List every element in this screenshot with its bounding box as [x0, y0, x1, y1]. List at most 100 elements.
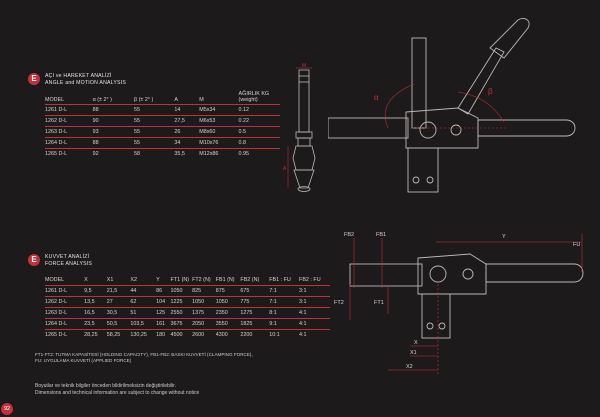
table-cell: 27,5 [174, 115, 200, 127]
column-header: X [84, 277, 107, 286]
force-section-header: E KUVVET ANALİZİ FORCE ANALYSIS [28, 254, 92, 267]
table-cell: 93 [92, 126, 135, 138]
angle-section-header: E AÇI ve HAREKET ANALİZİ ANGLE and MOTIO… [28, 73, 126, 86]
table-cell: 30,5 [106, 306, 131, 319]
column-header: A [174, 92, 200, 106]
table-cell: 21,5 [106, 287, 118, 294]
column-header: MODEL [45, 277, 85, 286]
table-cell: 23,5 [84, 317, 107, 330]
angle-title-tr: AÇI ve HAREKET ANALİZİ [45, 73, 112, 79]
disclaimer-tr: Boyutlar ve teknik bilgiler önceden bild… [35, 383, 176, 389]
column-header: FB2 : FU [299, 277, 330, 286]
x1-label: X1 [410, 350, 417, 356]
table-cell: 3:1 [299, 287, 307, 294]
table-cell: 10:1 [269, 328, 300, 340]
table-cell: M5x34 [199, 107, 216, 114]
table-cell: 125 [156, 306, 171, 319]
x2-label: X2 [406, 364, 413, 370]
table-cell: 55 [134, 107, 141, 114]
fu-label: FU [573, 242, 580, 248]
table-cell: 27 [106, 295, 131, 308]
table-cell: 34 [174, 137, 200, 149]
table-cell: 88 [92, 107, 99, 114]
table-cell: 4:1 [299, 306, 330, 319]
table-cell: 1265 D-L [45, 328, 85, 340]
table-cell: 8:1 [269, 306, 300, 319]
column-header: α (± 2° ) [92, 92, 135, 106]
table-cell: M6x53 [199, 115, 239, 127]
force-title-en: FORCE ANALYSIS [45, 260, 93, 267]
table-cell: 1261 D-L [45, 107, 68, 114]
alpha-label: α [374, 93, 379, 102]
table-cell: 92 [92, 148, 135, 160]
column-header: AĞIRLIK KG (weight) [238, 91, 280, 106]
table-cell: 875 [215, 287, 225, 294]
column-header: β (± 2° ) [134, 92, 175, 106]
column-header: FB1 : FU [269, 277, 300, 286]
table-cell: 1265 D-L [45, 148, 93, 160]
disclaimer-en: Dimensions and technical information are… [35, 390, 200, 396]
table-cell: 7:1 [269, 287, 277, 294]
table-cell: 58 [134, 148, 175, 160]
table-cell: 28,25 [84, 328, 107, 340]
column-header: FB1 (N) [215, 277, 241, 286]
table-cell: 675 [240, 287, 250, 294]
table-cell: 180 [156, 328, 171, 340]
table-cell: 55 [134, 126, 175, 138]
table-cell: 3550 [215, 317, 241, 330]
table-cell: 1050 [215, 295, 241, 308]
table-row: 1264 D-L 88 55 34 M10x76 0.8 [45, 137, 280, 149]
table-cell: 4:1 [299, 317, 330, 330]
table-cell: 55 [134, 137, 175, 149]
table-cell: 7:1 [269, 295, 300, 308]
spindle-drawing: M A [283, 63, 316, 192]
table-cell: 0.12 [238, 107, 250, 114]
table-cell: 4300 [215, 328, 241, 340]
clamp-force-drawing: FB2 FB1 FT2 FT1 FU Y X X1 X2 [334, 232, 584, 374]
page-number: 92 [1, 403, 13, 415]
table-cell: M8x60 [199, 126, 239, 138]
table-cell: 16,5 [84, 306, 107, 319]
table-row: 1263 D-L 16,5 30,5 51 125 2550 1375 2350… [45, 306, 330, 319]
force-title-tr: KUVVET ANALİZİ [45, 254, 90, 260]
table-cell: 55 [134, 115, 175, 127]
table-cell: 1050 [170, 287, 183, 294]
table-cell: 161 [156, 317, 171, 330]
table-cell: 14 [174, 107, 181, 114]
table-cell: 4500 [170, 328, 193, 340]
table-cell: 44 [130, 287, 137, 294]
table-cell: 130,25 [130, 328, 157, 340]
table-cell: 1050 [192, 295, 216, 308]
table-header-row: MODEL X X1 X2 Y FT1 (N) FT2 (N) FB1 (N) … [45, 277, 330, 286]
footnote-line-1: FT1-FT2: TUTMA KAPASİTESİ (HOLDING CAPAC… [35, 352, 253, 357]
table-cell: 825 [192, 287, 202, 294]
ft2-label: FT2 [334, 300, 344, 306]
column-header: X1 [106, 277, 131, 286]
fb1-label: FB1 [376, 232, 386, 238]
table-header-row: MODEL α (± 2° ) β (± 2° ) A M AĞIRLIK KG… [45, 91, 280, 106]
table-cell: 103,5 [130, 317, 157, 330]
footnote-line-2: FU: UYGULAMA KUVVETİ (APPLIED FORCE) [35, 358, 132, 363]
section-badge: E [28, 73, 40, 85]
clamp-angle-drawing: α β [328, 17, 576, 193]
column-header: FT2 (N) [192, 277, 216, 286]
table-cell: 1275 [240, 306, 270, 319]
table-cell: 1261 D-L [45, 287, 68, 294]
table-row: 1261 D-L 9,5 21,5 44 86 1050 825 875 675… [45, 285, 330, 296]
column-header: M [199, 92, 239, 106]
table-cell: M12x86 [199, 148, 239, 160]
table-cell: 1225 [170, 295, 193, 308]
table-cell: 1825 [240, 317, 270, 330]
table-cell: 90 [92, 115, 135, 127]
table-cell: 26 [174, 126, 200, 138]
table-cell: 9,5 [84, 287, 92, 294]
table-cell: 1264 D-L [45, 317, 85, 330]
table-cell: 4:1 [299, 328, 330, 340]
table-row: 1263 D-L 93 55 26 M8x60 0.5 [45, 126, 280, 138]
table-cell: 1262 D-L [45, 115, 93, 127]
table-row: 1265 D-L 28,25 58,25 130,25 180 4500 260… [45, 328, 330, 340]
table-cell: 62 [130, 295, 157, 308]
y-label: Y [502, 234, 506, 240]
table-cell: 775 [240, 295, 270, 308]
a-label: A [283, 166, 287, 172]
